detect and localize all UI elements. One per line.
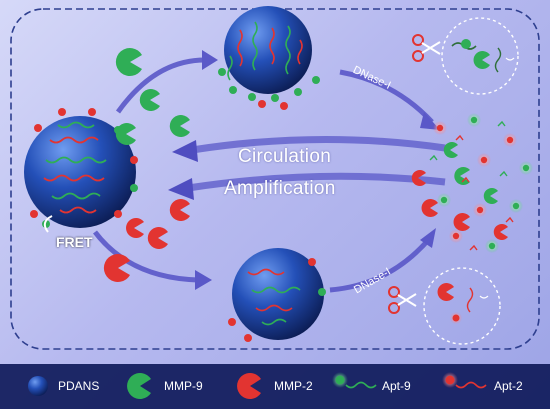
red-aptamer-icon bbox=[442, 372, 487, 389]
mmp2-group bbox=[103, 170, 508, 283]
circulation-label: Circulation bbox=[238, 146, 332, 167]
fret-arrow-icon bbox=[43, 215, 53, 233]
strands-top bbox=[227, 21, 303, 81]
mmp2-pacman bbox=[421, 198, 438, 217]
mmp2-pacman bbox=[103, 254, 130, 283]
arrow-top-left bbox=[115, 57, 206, 114]
mmp2-pacman bbox=[453, 213, 470, 231]
mmp2-pacman bbox=[147, 227, 168, 250]
amplification-label: Amplification bbox=[224, 178, 336, 199]
mmp9-pacman bbox=[454, 167, 470, 186]
mmp9-pacman bbox=[483, 188, 498, 204]
mmp9-group bbox=[115, 48, 498, 204]
arrow-bottom-right bbox=[329, 236, 432, 293]
inset-bottom bbox=[423, 267, 501, 345]
inset-top bbox=[441, 17, 519, 95]
mmp9-pacman bbox=[115, 48, 142, 77]
legend-label-apt9: Apt-9 bbox=[382, 379, 411, 393]
green-aptamer-icon bbox=[332, 372, 377, 389]
legend-label-mmp2: MMP-2 bbox=[274, 379, 313, 393]
strands-bottom bbox=[247, 268, 301, 326]
legend-icons bbox=[28, 372, 487, 400]
mmp9-pacman bbox=[169, 115, 190, 138]
arrow-top-left-head bbox=[202, 50, 218, 70]
scissors-top-icon bbox=[412, 34, 441, 62]
mmp2-pacman bbox=[126, 217, 144, 238]
sphere-bottom bbox=[232, 248, 324, 340]
arrow-group bbox=[93, 50, 446, 293]
arrow-circulation-head bbox=[172, 140, 198, 162]
legend-label-apt2: Apt-2 bbox=[494, 379, 523, 393]
mmp9-pacman bbox=[139, 89, 160, 112]
mmp9-pacman bbox=[443, 142, 458, 158]
arrow-circulation bbox=[191, 136, 446, 154]
mmp9-pacman bbox=[115, 123, 136, 145]
legend-label-mmp9: MMP-9 bbox=[164, 379, 203, 393]
beads-top bbox=[218, 68, 320, 110]
arrow-bottom-left bbox=[93, 230, 199, 283]
sphere-left bbox=[24, 116, 136, 228]
mmp2-pacman bbox=[411, 170, 426, 186]
green-pacman-icon bbox=[127, 372, 151, 399]
arrow-amplification-head bbox=[168, 178, 194, 200]
sphere-top bbox=[224, 6, 312, 94]
legend-label-pdans: PDANS bbox=[58, 379, 100, 393]
arrow-bottom-left-head bbox=[195, 270, 212, 290]
sphere-icon bbox=[28, 376, 48, 396]
mmp2-pacman bbox=[169, 199, 190, 222]
beads-bottom bbox=[228, 258, 326, 342]
fret-label: FRET bbox=[56, 234, 93, 250]
mmp2-pacman bbox=[493, 224, 508, 241]
released-cluster bbox=[429, 113, 533, 253]
arrow-bottom-right-head bbox=[420, 228, 436, 248]
strands-left bbox=[43, 121, 107, 214]
red-pacman-icon bbox=[237, 373, 261, 400]
scissors-bottom-icon bbox=[388, 286, 417, 314]
